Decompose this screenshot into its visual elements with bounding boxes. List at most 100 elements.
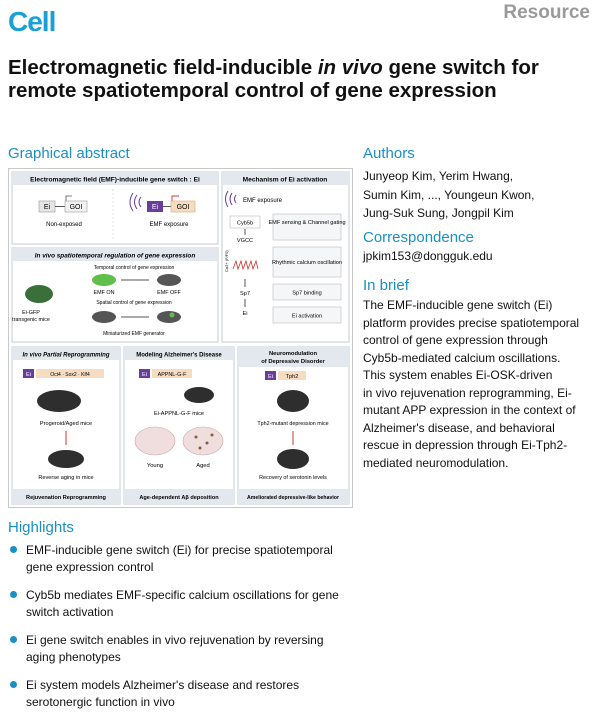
mouse-emf-on	[92, 274, 116, 286]
progeroid-label: Progeroid/Aged mice	[40, 421, 92, 427]
young-mouse	[48, 450, 84, 468]
emf-sensing-label: EMF sensing & Channel gating	[268, 220, 345, 226]
reprogramming-panel: In vivo Partial Reprogramming Ei Oct4 · …	[11, 346, 121, 505]
tph2-label: Tph2	[286, 374, 299, 380]
ei-box-2: Ei	[152, 204, 159, 211]
bullet-icon	[10, 681, 17, 688]
brain-aged	[182, 426, 224, 456]
brief-line: This system enables Ei-OSK-driven	[363, 368, 553, 382]
serotonin-label: Recovery of serotonin levels	[259, 475, 327, 481]
abeta-label: Age-dependent Aβ deposition	[139, 495, 219, 501]
brief-line: Alzheimer's disease, and behavioral	[363, 420, 555, 435]
ei-reprog: Ei	[26, 372, 31, 378]
bullet-icon	[10, 546, 17, 553]
mouse-emf-off	[157, 274, 181, 286]
brief-line: in vivo rejuvenation reprogramming, Ei-	[363, 385, 572, 400]
neuro-title-1: Neuromodulation	[269, 351, 317, 357]
spatial-control-label: Spatial control of gene expression	[96, 300, 172, 306]
rhythmic-label: Rhythmic calcium oscillation	[272, 260, 342, 266]
invivo-panel: In vivo spatiotemporal regulation of gen…	[11, 247, 219, 343]
brief-line: control of gene expression through	[363, 333, 548, 347]
neuro-panel: Neuromodulation of Depressive Disorder E…	[237, 346, 350, 505]
eigfp-label-1: Ei-GFP	[22, 310, 40, 316]
in-brief-heading: In brief	[363, 277, 409, 294]
app-label: APPNL-G-F	[158, 372, 187, 378]
reprog-title: In vivo Partial Reprogramming	[22, 353, 109, 359]
ad-panel: Modeling Alzheimer's Disease Ei APPNL-G-…	[123, 346, 235, 505]
title-part-3: gene switch for remote spatiotemporal co…	[8, 56, 539, 102]
ameliorated-label: Ameliorated depressive-like behavior	[247, 495, 339, 501]
goi-box-1: GOI	[70, 204, 83, 211]
authors-line: Jung-Suk Sung, Jongpil Kim	[363, 206, 514, 220]
calcium-trace	[232, 259, 259, 271]
graphical-abstract: Electromagnetic field (EMF)-inducible ge…	[8, 168, 353, 508]
highlight-item: Ei system models Alzheimer's disease and…	[8, 677, 368, 710]
aged-mouse	[37, 390, 81, 412]
sp7-binding-label: Sp7 binding	[292, 291, 322, 297]
ei-box-1: Ei	[44, 204, 51, 211]
switch-panel: Electromagnetic field (EMF)-inducible ge…	[11, 171, 219, 245]
highlight-item: EMF-inducible gene switch (Ei) for preci…	[8, 542, 368, 575]
recovered-mouse	[277, 449, 309, 469]
brief-line: mediated neuromodulation.	[363, 455, 509, 470]
highlight-item: Ei gene switch enables in vivo rejuvenat…	[8, 632, 368, 665]
young-label: Young	[147, 463, 163, 469]
in-brief-text: The EMF-inducible gene switch (Ei) platf…	[363, 297, 595, 472]
authors-line: Sumin Kim, ..., Youngeun Kwon,	[363, 187, 535, 202]
brain-young	[134, 426, 176, 456]
authors-list: Junyeop Kim, Yerim Hwang, Sumin Kim, ...…	[363, 167, 593, 223]
ad-mouse	[184, 387, 214, 403]
brief-line: platform provides precise spatiotemporal	[363, 315, 580, 330]
ei-ad: Ei	[142, 372, 147, 378]
authors-heading: Authors	[363, 145, 415, 162]
correspondence-email[interactable]: jpkim153@dongguk.edu	[363, 249, 493, 263]
correspondence-heading: Correspondence	[363, 229, 474, 246]
non-exposed-label: Non-exposed	[46, 222, 82, 228]
osk-label: Oct4 · Sox2 · Klf4	[50, 372, 90, 378]
eiapp-label: Ei-APPNL-G-F mice	[154, 411, 204, 417]
depressed-mouse	[277, 390, 309, 412]
brief-line: rescue in depression through Ei-Tph2-	[363, 438, 568, 452]
brief-line: The EMF-inducible gene switch (Ei)	[363, 298, 553, 312]
mouse-spatial-1	[92, 311, 116, 323]
highlights-list: EMF-inducible gene switch (Ei) for preci…	[8, 542, 368, 722]
miniaturized-label: Miniaturized EMF generator	[103, 331, 165, 337]
highlight-item: Cyb5b mediates EMF-specific calcium osci…	[8, 587, 368, 620]
switch-panel-title: Electromagnetic field (EMF)-inducible ge…	[30, 177, 200, 184]
goi-box-2: GOI	[177, 204, 190, 211]
vgcc-label: VGCC	[237, 238, 253, 244]
emf-wave-icon	[129, 192, 142, 212]
aged-label: Aged	[196, 463, 210, 469]
emf-on-label: EMF ON	[94, 290, 115, 296]
invivo-title: In vivo spatiotemporal regulation of gen…	[35, 253, 196, 260]
title-part-1: Electromagnetic field-inducible	[8, 56, 318, 79]
bullet-icon	[10, 636, 17, 643]
ei-mech-label: Ei	[243, 311, 248, 317]
reverse-label: Reverse aging in mice	[38, 475, 93, 481]
title-part-2: in vivo	[317, 56, 383, 79]
mouse-spatial-2	[157, 311, 181, 323]
ei-neuro: Ei	[268, 374, 273, 380]
article-type: Resource	[503, 2, 590, 23]
neuro-title-2: of Depressive Disorder	[261, 359, 325, 365]
rejuv-label: Rejuvenation Reprogramming	[26, 495, 106, 501]
temporal-control-label: Temporal control of gene expression	[94, 265, 175, 271]
emf-wave-icon-2	[225, 190, 237, 208]
article-title: Electromagnetic field-inducible in vivo …	[8, 56, 593, 102]
highlights-heading: Highlights	[8, 519, 74, 536]
brief-line: mutant APP expression in the context of	[363, 403, 576, 417]
mechanism-panel: Mechanism of Ei activation EMF exposure …	[221, 171, 350, 343]
brief-line: Cyb5b-mediated calcium oscillations.	[363, 350, 561, 365]
sp7-label: Sp7	[240, 291, 250, 297]
ad-title: Modeling Alzheimer's Disease	[136, 353, 222, 359]
ca-axis-label: Ca2+ (F/F0)	[224, 250, 229, 272]
mechanism-title: Mechanism of Ei activation	[243, 177, 328, 184]
mech-emf-exposure: EMF exposure	[243, 198, 283, 204]
bullet-icon	[10, 591, 17, 598]
emf-exposure-label: EMF exposure	[149, 222, 189, 228]
cyb5b-label: Cyb5b	[237, 221, 253, 227]
tph2-mice-label: Tph2-mutant depression mice	[257, 421, 328, 427]
graphical-abstract-heading: Graphical abstract	[8, 145, 130, 162]
emf-off-label: EMF OFF	[157, 290, 181, 296]
ei-activation-label: Ei activation	[292, 314, 322, 320]
